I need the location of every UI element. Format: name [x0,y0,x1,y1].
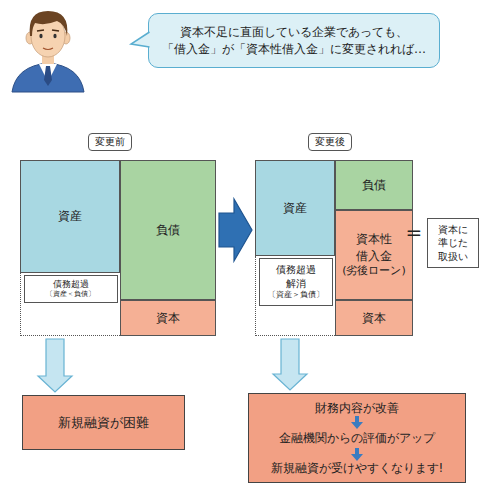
text-frame: 債務超過〔資産＜負債〕 [24,275,118,303]
suit [12,63,84,92]
node-text: 資本不足に直面している企業であっても、 「借入金」が「資本性借入金」に変更されれ… [157,24,432,56]
equals-sign: = [406,220,423,244]
speech-bubble: 資本不足に直面している企業であっても、 「借入金」が「資本性借入金」に変更されれ… [148,13,440,68]
asset-box: 資産 [255,160,335,256]
mouth [43,48,53,50]
result-arrow [273,339,307,390]
subordinated-loan-box: 資本性 借入金(劣後ローン) [335,210,413,300]
result-box: 財務内容が改善金融機関からの評価がアップ新規融資が受けやすくなります! [248,393,466,483]
result-box: 新規融資が困難 [22,395,185,450]
node-text: 資本性 借入金 [354,231,394,263]
bubble-pointer-outline [131,32,150,47]
node-text: 資本 [362,310,386,326]
node-text: 負債 [156,222,180,238]
node-text: 負債 [362,177,386,193]
node-text: 〔資産＞負債〕 [268,290,324,301]
node-text: 債務超過 解消 [275,263,317,290]
stage-label: 変更後 [308,133,352,151]
asset-box: 資産 [20,160,120,273]
eye [53,34,56,38]
eyebrow [52,30,59,31]
change-arrow [219,199,252,261]
node-text: 資産 [283,200,307,216]
node-text: 新規融資が受けやすくなります! [271,460,444,476]
node-text: 財務内容が改善 [315,400,399,416]
businessman-illustration [12,11,84,92]
hair [30,11,68,36]
node-text: 新規融資が困難 [58,414,149,432]
node-text: 資本に 準じた 取扱い [436,223,470,264]
capital-box: 資本 [335,300,413,336]
node-text: 資本 [156,310,180,326]
capital-box: 資本 [120,300,216,336]
node-text: 変更後 [315,135,345,149]
bubble-pointer [131,32,150,47]
node-text: 〔資産＜負債〕 [46,290,95,299]
eye [39,34,42,38]
text-frame: 債務超過 解消〔資産＞負債〕 [259,258,333,306]
eyebrow [37,30,44,31]
tie [44,66,52,86]
equity-treatment-box: 資本に 準じた 取扱い [427,218,479,268]
node-text: 債務超過 [53,278,89,290]
node-text: 金融機関からの評価がアップ [279,430,435,446]
deficit-resolved-region: 債務超過 解消〔資産＞負債〕 [255,256,335,336]
deficit-region: 債務超過〔資産＜負債〕 [20,273,120,336]
stage-label: 変更前 [88,133,132,151]
node-text: 資産 [58,208,82,224]
node-text: (劣後ローン) [342,264,406,279]
liability-box: 負債 [335,160,413,210]
node-text: 変更前 [95,135,125,149]
result-arrow [38,339,72,392]
liability-box: 負債 [120,160,216,300]
